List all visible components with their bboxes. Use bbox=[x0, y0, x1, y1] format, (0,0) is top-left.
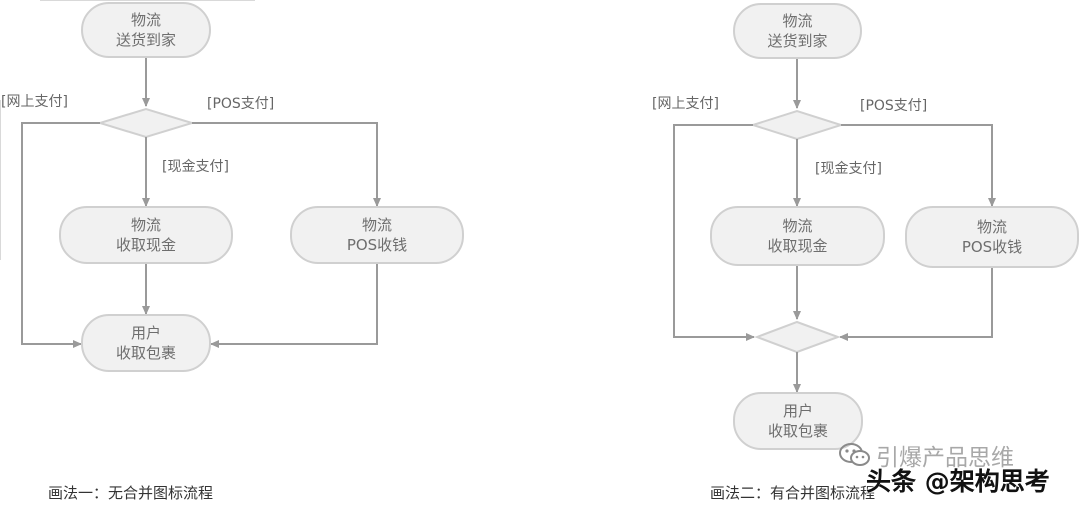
node-line-2: 送货到家 bbox=[115, 31, 176, 49]
right-decision-diamond bbox=[749, 109, 845, 141]
node-line-1: 物流 bbox=[782, 12, 813, 30]
node-line-1: 物流 bbox=[130, 216, 161, 234]
node-line-2: POS收钱 bbox=[346, 236, 408, 254]
right-flowchart bbox=[673, 58, 996, 393]
left-label-pos-payment: [POS支付] bbox=[207, 96, 275, 112]
node-line-1: 物流 bbox=[130, 11, 161, 29]
right-edge-pos bbox=[841, 124, 996, 207]
right-caption: 画法二：有合并图标流程 bbox=[710, 484, 876, 502]
left-node-ship-home: 物流 送货到家 bbox=[81, 2, 211, 58]
right-node-pos-payment: 物流 POS收钱 bbox=[905, 206, 1079, 268]
left-node-pos-payment: 物流 POS收钱 bbox=[290, 206, 464, 264]
node-line-1: 物流 bbox=[976, 218, 1007, 236]
node-line-2: 收取包裹 bbox=[115, 344, 176, 362]
node-line-2: 送货到家 bbox=[767, 32, 828, 50]
left-caption: 画法一：无合并图标流程 bbox=[48, 484, 214, 502]
left-decision-diamond bbox=[96, 107, 196, 139]
toutiao-watermark-text: 头条 @架构思考 bbox=[866, 467, 1050, 496]
right-node-receive-package: 用户 收取包裹 bbox=[733, 392, 863, 450]
right-label-pos-payment: [POS支付] bbox=[860, 98, 928, 114]
left-node-collect-cash: 物流 收取现金 bbox=[59, 206, 233, 264]
left-flowchart bbox=[21, 57, 381, 348]
left-edge-pos bbox=[192, 122, 381, 207]
right-edge-pos-to-merge bbox=[839, 268, 993, 341]
wechat-icon bbox=[839, 443, 870, 466]
left-edge-rule bbox=[0, 100, 1, 260]
node-line-2: 收取包裹 bbox=[767, 422, 828, 440]
right-node-collect-cash: 物流 收取现金 bbox=[710, 206, 885, 266]
left-node-receive-package: 用户 收取包裹 bbox=[81, 314, 211, 372]
left-edge-pos-to-end bbox=[210, 264, 378, 348]
node-line-1: 用户 bbox=[782, 402, 813, 420]
node-line-2: POS收钱 bbox=[961, 238, 1023, 256]
right-node-ship-home: 物流 送货到家 bbox=[733, 3, 862, 59]
left-label-cash-payment: [现金支付] bbox=[162, 159, 229, 175]
left-label-online-payment: [网上支付] bbox=[1, 94, 68, 110]
left-edge-online bbox=[21, 122, 100, 348]
top-edge-rule bbox=[40, 0, 255, 1]
right-label-online-payment: [网上支付] bbox=[652, 96, 719, 112]
node-line-1: 物流 bbox=[782, 217, 813, 235]
right-label-cash-payment: [现金支付] bbox=[815, 161, 882, 177]
node-line-2: 收取现金 bbox=[767, 237, 828, 255]
node-line-2: 收取现金 bbox=[115, 236, 176, 254]
right-edge-online bbox=[673, 124, 755, 341]
node-line-1: 物流 bbox=[361, 216, 392, 234]
wechat-watermark-text: 引爆产品思维 bbox=[876, 445, 1014, 471]
right-merge-diamond bbox=[754, 320, 841, 354]
node-line-1: 用户 bbox=[130, 324, 161, 342]
